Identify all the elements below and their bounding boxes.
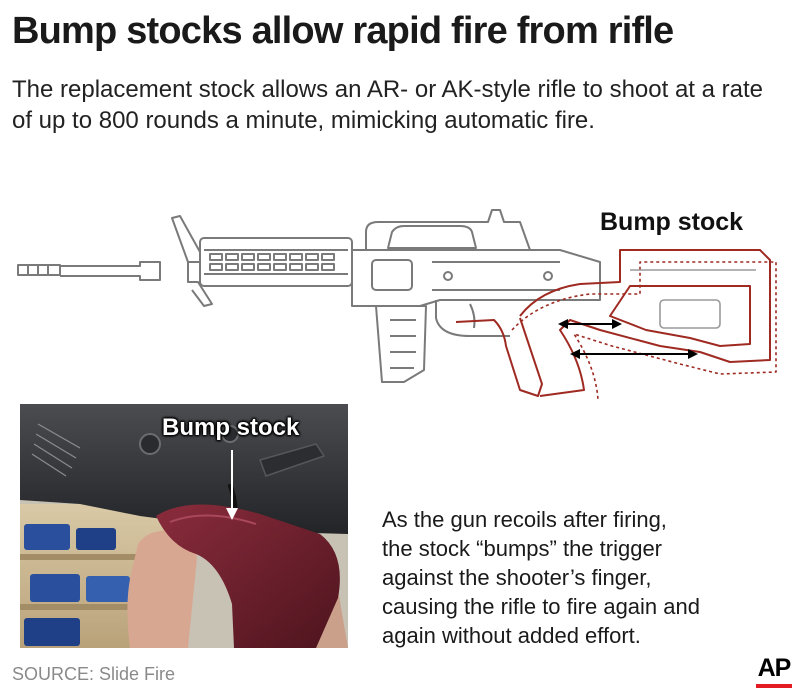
- rifle-front-sight: [171, 215, 201, 263]
- bump-stock-photo: [20, 404, 348, 648]
- description-line-3: against the shooter’s finger,: [382, 565, 652, 590]
- page-title: Bump stocks allow rapid fire from rifle: [12, 10, 674, 52]
- description-line-1: As the gun recoils after firing,: [382, 507, 667, 532]
- description-line-2: the stock “bumps” the trigger: [382, 536, 663, 561]
- rifle-carry-handle: [365, 209, 531, 251]
- bump-stock-grip: [455, 317, 543, 397]
- rifle-outline: [17, 209, 601, 383]
- photo-bump-stock-grip: [156, 504, 340, 648]
- rifle-diagram: [17, 209, 777, 400]
- travel-arrows: [558, 319, 698, 359]
- travel-arrow-long: [570, 349, 698, 359]
- photo-receiver: [20, 404, 348, 550]
- travel-arrow-short: [558, 319, 622, 329]
- rifle-upper-receiver: [351, 249, 601, 307]
- bump-stock-body: [519, 249, 771, 397]
- rifle-trigger-guard: [435, 300, 510, 337]
- bump-stock-dotted: [511, 261, 777, 400]
- page-subtitle: The replacement stock allows an AR- or A…: [12, 76, 764, 134]
- description-line-5: again without added effort.: [382, 623, 641, 648]
- description-line-4: causing the rifle to fire again and: [382, 594, 700, 619]
- handguard-slots: [209, 253, 335, 271]
- description: As the gun recoils after firing, the sto…: [382, 505, 782, 650]
- ap-logo-text: AP: [757, 654, 792, 682]
- rifle-barrel: [60, 261, 161, 281]
- rifle-bump-stock-label: Bump stock: [600, 208, 744, 236]
- ap-logo: AP: [754, 654, 794, 690]
- source-credit: SOURCE: Slide Fire: [12, 664, 176, 684]
- rifle-magazine: [375, 305, 427, 383]
- ap-logo-bar: [756, 684, 792, 688]
- photo-pointer-arrow: [226, 450, 238, 520]
- photo-engraving: [31, 423, 81, 477]
- rifle-handguard: [199, 237, 353, 287]
- photo-bump-stock-label: Bump stock: [162, 414, 300, 441]
- photo-hand: [127, 530, 197, 648]
- bump-stock-inner: [609, 285, 751, 347]
- bump-stock-outline: [455, 249, 777, 400]
- rifle-stock-detail: [630, 269, 756, 329]
